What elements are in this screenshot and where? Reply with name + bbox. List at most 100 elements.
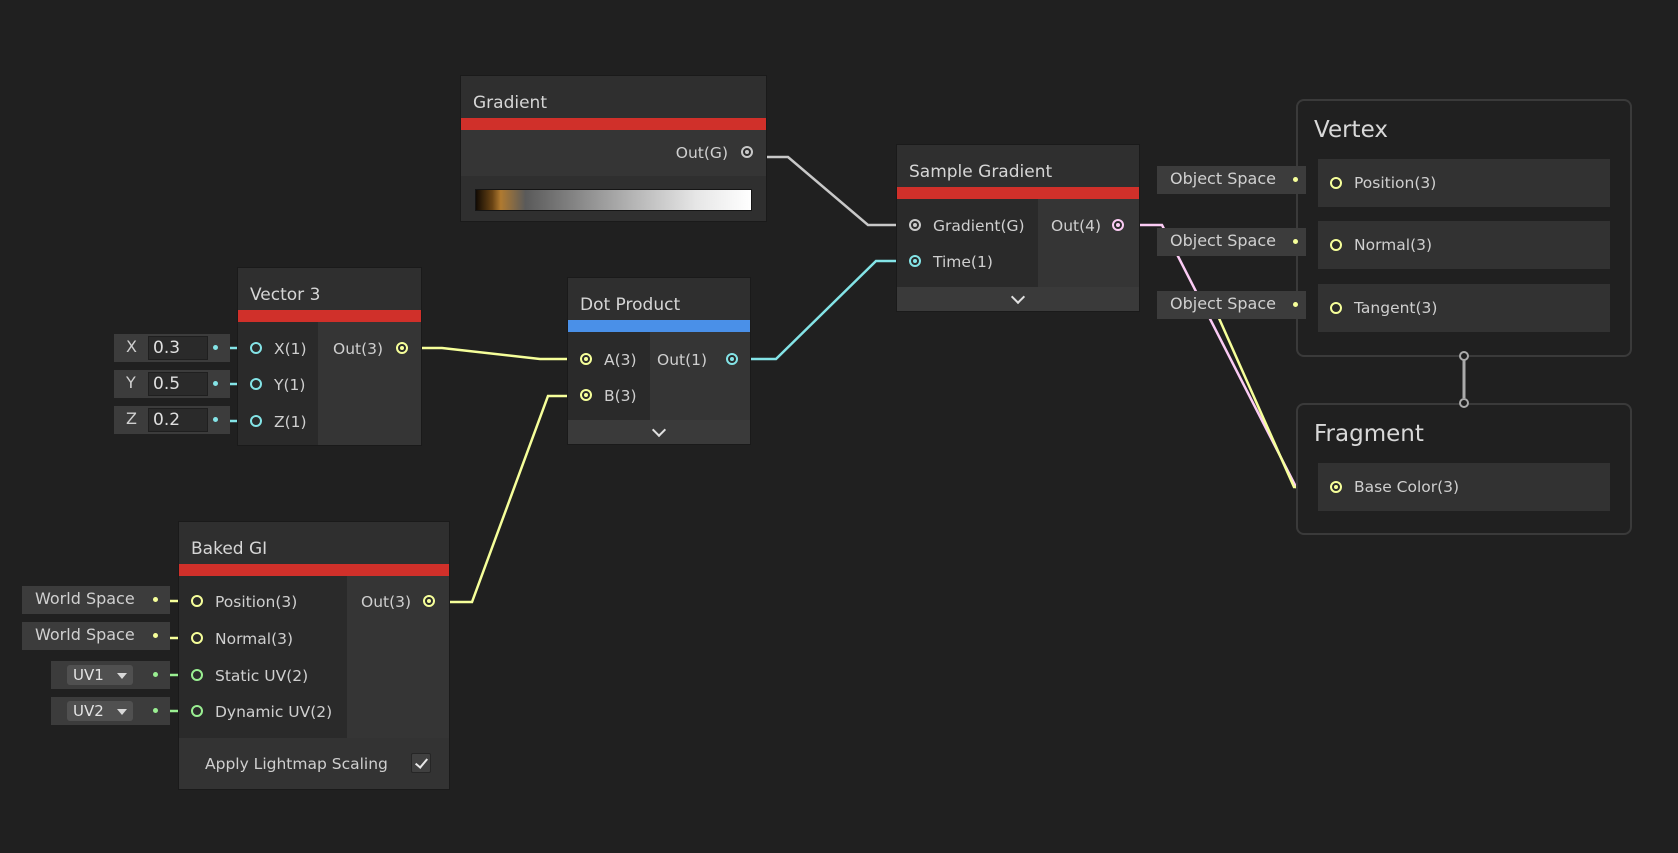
sample-gradient-node[interactable]: Sample Gradient Gradient(G) Time(1) Out(… bbox=[897, 145, 1139, 311]
port-label-x: X(1) bbox=[274, 340, 307, 358]
connection-dot bbox=[213, 417, 218, 422]
uv-channel-dropdown[interactable]: UV1 bbox=[67, 665, 133, 685]
port-label-static-uv: Static UV(2) bbox=[215, 667, 309, 685]
node-output-panel: Out(3) bbox=[347, 576, 449, 738]
input-port-x[interactable] bbox=[250, 342, 262, 354]
vector3-node[interactable]: Vector 3 X(1) Y(1) Z(1) Out(3) bbox=[238, 268, 421, 445]
node-title: Vector 3 bbox=[250, 285, 321, 305]
node-input-panel: A(3) B(3) bbox=[568, 332, 650, 420]
inline-input-position-space[interactable]: World Space bbox=[22, 586, 170, 614]
lightmap-scaling-row: Apply Lightmap Scaling bbox=[179, 738, 449, 789]
port-label-b: B(3) bbox=[604, 387, 637, 405]
vertex-flow-out-port[interactable] bbox=[1459, 351, 1469, 361]
node-output-panel: Out(G) bbox=[461, 130, 766, 176]
inline-input-vertex-position-space[interactable]: Object Space bbox=[1157, 166, 1306, 194]
fragment-flow-in-port[interactable] bbox=[1459, 398, 1469, 408]
gradient-node[interactable]: Gradient Out(G) bbox=[461, 76, 766, 221]
input-port-normal[interactable] bbox=[1330, 239, 1342, 251]
inline-input-z[interactable]: Z 0.2 bbox=[114, 406, 230, 434]
inline-input-vertex-normal-space[interactable]: Object Space bbox=[1157, 228, 1306, 256]
port-label-z: Z(1) bbox=[274, 413, 307, 431]
connection-dot bbox=[213, 381, 218, 386]
input-port-position[interactable] bbox=[191, 595, 203, 607]
block-label: Normal(3) bbox=[1354, 236, 1433, 254]
wire-baked-to-b bbox=[433, 394, 582, 604]
output-port-gradient[interactable] bbox=[741, 146, 753, 158]
lightmap-scaling-checkbox[interactable] bbox=[411, 753, 431, 773]
dot-product-node[interactable]: Dot Product A(3) B(3) Out(1) bbox=[568, 278, 750, 444]
wire-time bbox=[732, 259, 906, 361]
input-port-base-color[interactable] bbox=[1330, 481, 1342, 493]
output-port-vector3[interactable] bbox=[423, 595, 435, 607]
axis-label-z: Z bbox=[126, 409, 137, 428]
node-output-panel: Out(4) bbox=[1038, 199, 1139, 287]
space-label: Object Space bbox=[1170, 294, 1276, 313]
node-title: Gradient bbox=[473, 93, 547, 113]
connection-dot bbox=[153, 708, 158, 713]
baked-gi-node[interactable]: Baked GI Position(3) Normal(3) Static UV… bbox=[179, 522, 449, 789]
node-collapse-toggle[interactable] bbox=[568, 420, 750, 444]
space-label: World Space bbox=[35, 589, 135, 608]
block-base-color[interactable]: Base Color(3) bbox=[1318, 463, 1610, 511]
node-title: Sample Gradient bbox=[909, 162, 1053, 182]
vertex-context[interactable]: Vertex Position(3) Normal(3) Tangent(3) bbox=[1296, 99, 1632, 357]
wire-gradient-to-sample bbox=[746, 155, 906, 227]
node-title: Baked GI bbox=[191, 539, 268, 559]
input-port-tangent[interactable] bbox=[1330, 302, 1342, 314]
input-port-y[interactable] bbox=[250, 378, 262, 390]
node-output-panel: Out(1) bbox=[650, 332, 750, 420]
fragment-context[interactable]: Fragment Base Color(3) bbox=[1296, 403, 1632, 535]
output-port-float[interactable] bbox=[726, 353, 738, 365]
connection-dot bbox=[1293, 177, 1298, 182]
node-output-panel: Out(3) bbox=[318, 322, 421, 445]
value-field-z[interactable]: 0.2 bbox=[148, 408, 208, 432]
node-input-panel: Gradient(G) Time(1) bbox=[897, 199, 1038, 287]
connection-dot bbox=[1293, 239, 1298, 244]
port-label-out: Out(3) bbox=[361, 593, 412, 611]
node-header-bar bbox=[568, 320, 750, 332]
block-position[interactable]: Position(3) bbox=[1318, 159, 1610, 207]
context-title: Fragment bbox=[1314, 421, 1424, 447]
input-port-z[interactable] bbox=[250, 415, 262, 427]
port-label-out-g: Out(G) bbox=[675, 144, 728, 162]
input-port-static-uv[interactable] bbox=[191, 669, 203, 681]
space-label: Object Space bbox=[1170, 231, 1276, 250]
value-field-y[interactable]: 0.5 bbox=[148, 372, 208, 396]
chevron-down-icon bbox=[1010, 289, 1026, 305]
inline-input-dynamic-uv[interactable]: UV2 bbox=[51, 697, 170, 725]
input-port-time[interactable] bbox=[909, 255, 921, 267]
inline-input-normal-space[interactable]: World Space bbox=[22, 622, 170, 650]
chevron-down-icon bbox=[117, 673, 127, 679]
uv-channel-dropdown[interactable]: UV2 bbox=[67, 701, 133, 721]
input-port-normal[interactable] bbox=[191, 632, 203, 644]
inline-input-x[interactable]: X 0.3 bbox=[114, 334, 230, 362]
port-label-out: Out(3) bbox=[333, 340, 384, 358]
output-port-vector3[interactable] bbox=[396, 342, 408, 354]
space-label: Object Space bbox=[1170, 169, 1276, 188]
option-label: Apply Lightmap Scaling bbox=[205, 755, 388, 773]
node-header-bar bbox=[897, 187, 1139, 199]
output-port-vector4[interactable] bbox=[1112, 219, 1124, 231]
input-port-position[interactable] bbox=[1330, 177, 1342, 189]
connection-dot bbox=[153, 633, 158, 638]
input-port-dynamic-uv[interactable] bbox=[191, 705, 203, 717]
input-port-a[interactable] bbox=[580, 353, 592, 365]
connection-dot bbox=[213, 345, 218, 350]
gradient-preview-strip[interactable] bbox=[475, 189, 752, 211]
port-label-y: Y(1) bbox=[274, 376, 306, 394]
inline-input-static-uv[interactable]: UV1 bbox=[51, 661, 170, 689]
block-normal[interactable]: Normal(3) bbox=[1318, 221, 1610, 269]
value-field-x[interactable]: 0.3 bbox=[148, 336, 208, 360]
input-port-gradient[interactable] bbox=[909, 219, 921, 231]
input-port-b[interactable] bbox=[580, 389, 592, 401]
block-tangent[interactable]: Tangent(3) bbox=[1318, 284, 1610, 332]
port-label-normal: Normal(3) bbox=[215, 630, 294, 648]
inline-input-y[interactable]: Y 0.5 bbox=[114, 370, 230, 398]
block-label: Position(3) bbox=[1354, 174, 1437, 192]
dropdown-value: UV2 bbox=[73, 702, 104, 720]
port-label-position: Position(3) bbox=[215, 593, 298, 611]
node-collapse-toggle[interactable] bbox=[897, 287, 1139, 311]
node-header-bar bbox=[179, 564, 449, 576]
inline-input-vertex-tangent-space[interactable]: Object Space bbox=[1157, 291, 1306, 319]
context-title: Vertex bbox=[1314, 117, 1388, 143]
